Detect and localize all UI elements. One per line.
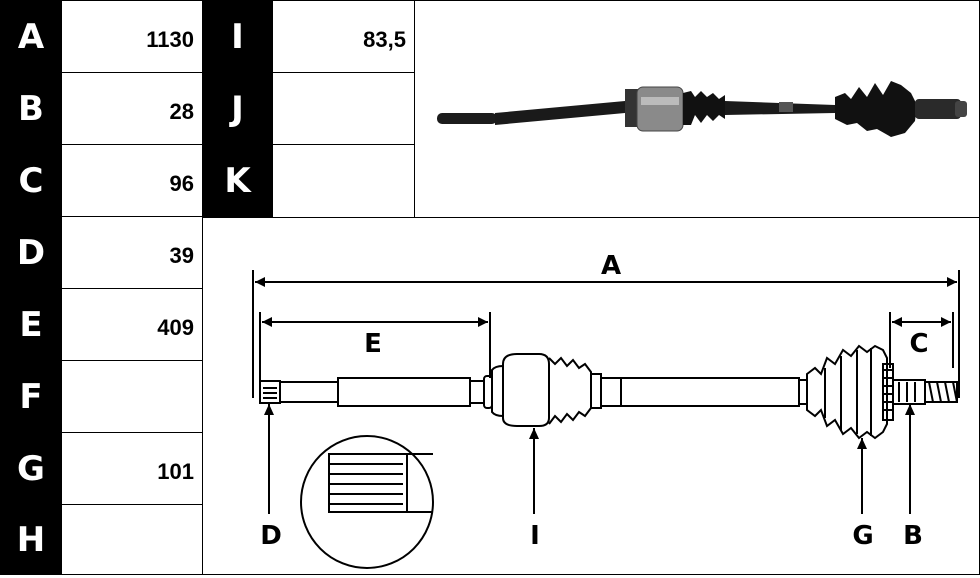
drive-shaft-drawing: A E C D I G B <box>252 251 960 569</box>
photo-outer-boot <box>835 81 917 137</box>
photo-stub-right <box>915 99 961 119</box>
outer-boot <box>806 344 888 440</box>
row-h-value <box>61 504 203 575</box>
dim-c-arrow-right <box>941 317 951 327</box>
leader-d-arrow <box>264 404 274 415</box>
shaft-collar <box>469 380 485 404</box>
leader-i-arrow <box>529 428 539 439</box>
dim-e-arrow-left <box>262 317 272 327</box>
spline-detail-circle <box>300 435 434 569</box>
row-i-letter: I <box>202 0 273 73</box>
outer-spline <box>892 379 926 405</box>
photo-housing-band <box>641 97 679 105</box>
dim-c-arrow-left <box>892 317 902 327</box>
photo-housing-rim <box>625 89 639 127</box>
row-i-value: 83,5 <box>272 0 415 73</box>
inner-boot-clamp <box>590 373 602 409</box>
row-c-value: 96 <box>61 144 203 217</box>
photo-housing <box>636 86 684 132</box>
photo-inner-boot <box>683 91 725 125</box>
label-i: I <box>530 521 540 551</box>
label-b: B <box>903 521 923 551</box>
row-d-value: 39 <box>61 216 203 289</box>
row-b-value: 28 <box>61 72 203 145</box>
row-h-letter: H <box>0 504 62 575</box>
label-d: D <box>260 521 282 551</box>
row-b-letter: B <box>0 72 62 145</box>
boot-neck <box>600 377 622 407</box>
row-d-letter: D <box>0 216 62 289</box>
label-g: G <box>852 521 873 551</box>
photo-stub-left <box>437 113 497 124</box>
shaft-segment-1 <box>279 381 339 403</box>
row-g-value: 101 <box>61 432 203 505</box>
outer-boot-neck <box>798 379 808 405</box>
thread-pitch <box>928 381 958 403</box>
leader-g-arrow <box>857 438 867 449</box>
photo-shaft-left <box>495 101 625 125</box>
row-k-value <box>272 144 415 218</box>
shaft-middle <box>620 377 800 407</box>
row-f-letter: F <box>0 360 62 433</box>
label-c: C <box>909 329 928 359</box>
photo-stub-tip <box>955 101 967 117</box>
row-a-value: 1130 <box>61 0 203 73</box>
row-a-letter: A <box>0 0 62 73</box>
product-photo-panel <box>414 0 980 218</box>
photo-damper <box>779 102 793 112</box>
dim-e-arrow-right <box>478 317 488 327</box>
technical-drawing-panel: A E C D I G B <box>202 217 980 575</box>
label-e: E <box>364 329 382 359</box>
row-g-letter: G <box>0 432 62 505</box>
inner-cv-housing <box>502 353 550 427</box>
inner-joint-flange <box>491 364 504 418</box>
inner-joint-ring <box>483 375 493 409</box>
label-a: A <box>601 251 621 281</box>
leader-b-arrow <box>905 404 915 415</box>
shaft-segment-2 <box>337 377 471 407</box>
row-e-value: 409 <box>61 288 203 361</box>
inner-boot <box>548 356 592 425</box>
dim-a-arrow-left <box>255 277 265 287</box>
row-f-value <box>61 360 203 433</box>
drive-shaft-photo <box>437 81 967 137</box>
row-j-letter: J <box>202 72 273 145</box>
row-c-letter: C <box>0 144 62 217</box>
row-j-value <box>272 72 415 145</box>
dim-a-arrow-right <box>947 277 957 287</box>
row-k-letter: K <box>202 144 273 218</box>
row-e-letter: E <box>0 288 62 361</box>
